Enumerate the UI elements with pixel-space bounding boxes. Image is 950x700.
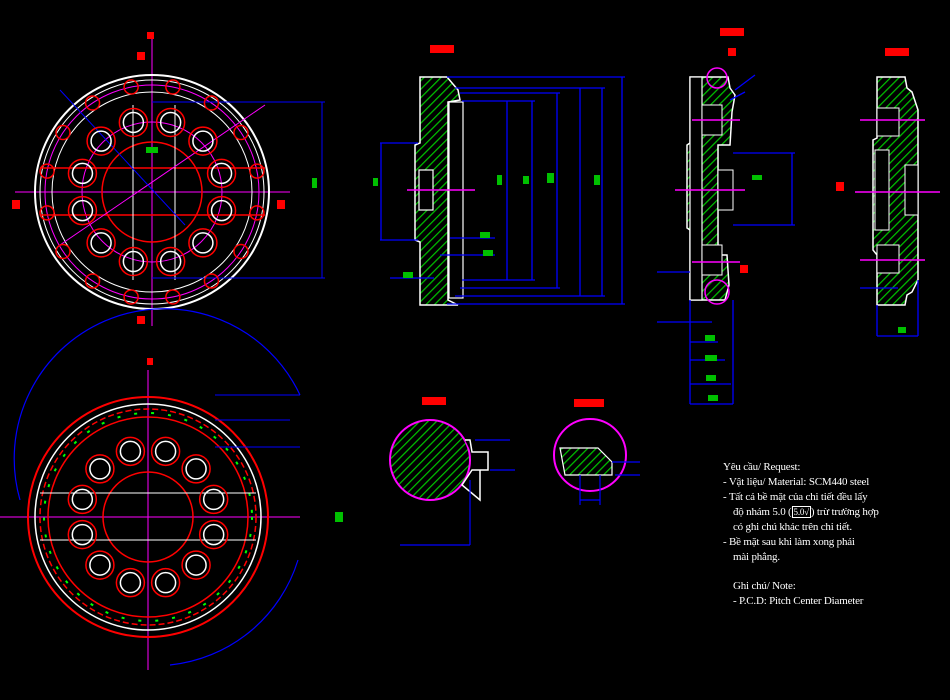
note-pcd: - P.C.D: Pitch Center Diameter — [733, 595, 864, 607]
bolt-hole — [154, 571, 177, 594]
view-label — [885, 48, 909, 56]
bolt-hole — [159, 111, 182, 134]
section-view-c — [836, 48, 940, 337]
bolt-hole — [202, 523, 225, 546]
bolt-hole-counterbore — [67, 195, 98, 226]
bolt-hole-counterbore — [67, 484, 98, 515]
detail-view-1 — [389, 397, 515, 546]
technical-notes: Yêu cầu/ Request: - Vật liệu/ Material: … — [723, 460, 879, 609]
roughness-symbol: 5.0√ — [791, 506, 811, 518]
bolt-hole — [119, 571, 142, 594]
note-text: độ nhám 5.0 ( — [733, 506, 792, 518]
pin-hole — [249, 163, 265, 179]
bolt-hole — [154, 440, 177, 463]
bolt-hole-counterbore — [181, 454, 211, 484]
bolt-hole — [119, 440, 142, 463]
section-view-a — [373, 45, 625, 306]
bolt-hole-counterbore — [86, 126, 116, 156]
detail-view-2 — [553, 399, 640, 505]
bolt-hole-counterbore — [198, 519, 229, 550]
bolt-hole-counterbore — [188, 126, 218, 156]
pin-hole — [233, 243, 249, 260]
bolt-hole-counterbore — [118, 107, 149, 138]
bolt-hole — [71, 162, 94, 185]
bolt-hole-counterbore — [150, 567, 181, 598]
section-marker — [147, 358, 153, 365]
bolt-hole — [90, 232, 112, 254]
note-material: - Vật liệu/ Material: SCM440 steel — [723, 476, 870, 488]
dimension-tag — [312, 178, 317, 188]
bolt-hole — [210, 199, 233, 222]
bolt-hole-counterbore — [67, 519, 98, 550]
bolt-hole — [89, 554, 111, 576]
bolt-hole — [71, 199, 94, 222]
pin-hole — [84, 95, 101, 111]
section-marker — [277, 200, 285, 209]
view-label — [422, 397, 446, 405]
view-label — [430, 45, 454, 53]
bolt-hole-counterbore — [85, 454, 115, 484]
note-roughness-1: - Tất cả bề mặt của chi tiết đều lấy — [723, 491, 868, 503]
section-marker — [12, 200, 20, 209]
pin-hole — [203, 273, 220, 289]
bolt-hole-counterbore — [115, 436, 146, 467]
pin-hole — [55, 243, 71, 260]
bolt-hole-counterbore — [155, 246, 186, 277]
bolt-hole-counterbore — [150, 436, 181, 467]
bolt-hole-counterbore — [206, 195, 237, 226]
pin-hole — [203, 95, 220, 111]
note-grinding-2: mài phẳng. — [733, 551, 780, 563]
pin-hole — [39, 163, 55, 179]
note-grinding-1: - Bề mặt sau khi làm xong phải — [723, 536, 855, 548]
pcd-circle — [44, 84, 260, 300]
bolt-hole — [122, 111, 145, 134]
pin-hole — [84, 273, 101, 289]
bolt-hole-counterbore — [67, 158, 98, 189]
pin-hole — [123, 289, 139, 305]
bolt-hole — [71, 523, 94, 546]
section-marker — [137, 52, 145, 60]
section-marker — [147, 32, 154, 39]
bolt-hole-counterbore — [118, 246, 149, 277]
pin-hole — [165, 79, 181, 95]
bolt-hole — [185, 554, 207, 576]
request-title: Yêu cầu/ Request: — [723, 461, 801, 473]
view-label — [720, 28, 744, 36]
note-title: Ghi chú/ Note: — [733, 580, 796, 592]
pin-hole — [233, 124, 249, 141]
front-view-bottom — [0, 308, 343, 670]
bolt-hole — [192, 232, 214, 254]
bolt-hole — [202, 488, 225, 511]
section-marker — [137, 316, 145, 324]
pin-hole — [123, 79, 139, 95]
bolt-hole — [192, 130, 214, 152]
bolt-hole — [210, 162, 233, 185]
section-view-b — [657, 28, 795, 405]
dimension-tag — [335, 512, 343, 522]
view-label — [574, 399, 604, 407]
pin-hole — [165, 289, 181, 305]
bolt-hole — [89, 458, 111, 480]
bolt-hole — [185, 458, 207, 480]
bolt-hole — [159, 250, 182, 273]
note-text: ) trừ trường hợp — [810, 506, 879, 518]
dimension-tag — [146, 147, 158, 153]
bolt-hole — [122, 250, 145, 273]
pin-hole — [39, 205, 55, 221]
bolt-hole-counterbore — [155, 107, 186, 138]
bolt-hole — [90, 130, 112, 152]
note-roughness-2: độ nhám 5.0 (5.0√) trừ trường hợp — [723, 505, 879, 520]
bolt-hole-counterbore — [85, 550, 115, 580]
note-roughness-3: có ghi chú khác trên chi tiết. — [733, 521, 852, 533]
bolt-hole-counterbore — [188, 228, 218, 258]
pin-hole — [55, 124, 71, 141]
bolt-hole — [71, 488, 94, 511]
bolt-hole-counterbore — [86, 228, 116, 258]
bolt-hole-counterbore — [206, 158, 237, 189]
pin-hole — [249, 205, 265, 221]
bolt-hole-counterbore — [198, 484, 229, 515]
bolt-hole-counterbore — [115, 567, 146, 598]
bolt-hole-counterbore — [181, 550, 211, 580]
front-view-top — [12, 32, 325, 326]
